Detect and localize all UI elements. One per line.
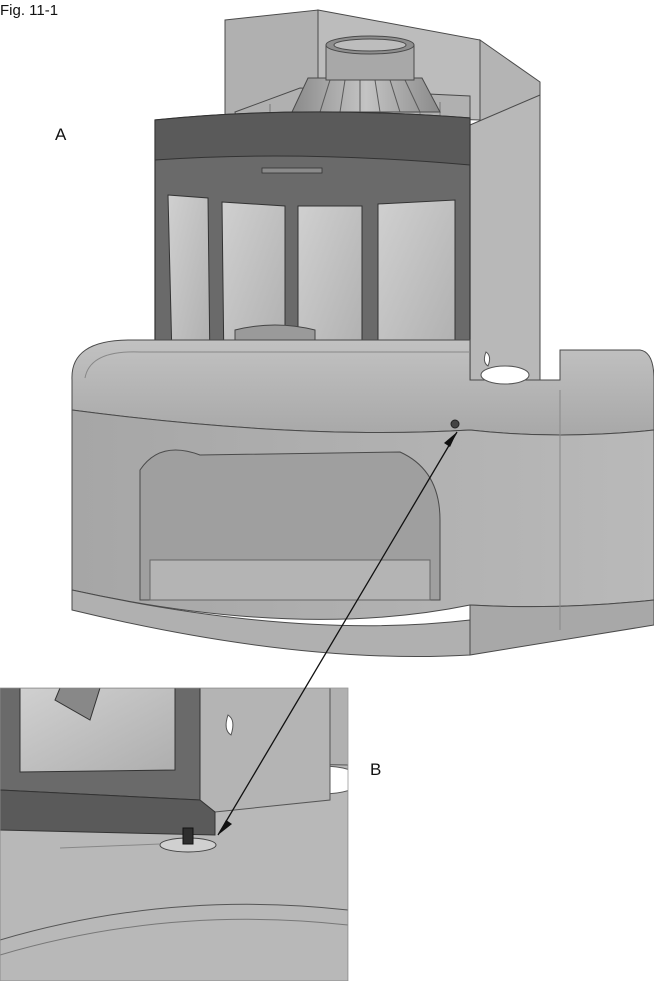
- base-body: [71, 390, 654, 658]
- figure-title: Fig. 11-1: [0, 2, 59, 19]
- flue-collar: [291, 35, 441, 113]
- label-b: B: [370, 760, 382, 779]
- adjust-screw: [450, 419, 460, 429]
- detail-view: [0, 687, 349, 981]
- main-view: [71, 9, 654, 658]
- label-a: A: [55, 125, 67, 144]
- callout-arrow: [217, 431, 458, 836]
- detail-adjust-screw: [182, 827, 194, 845]
